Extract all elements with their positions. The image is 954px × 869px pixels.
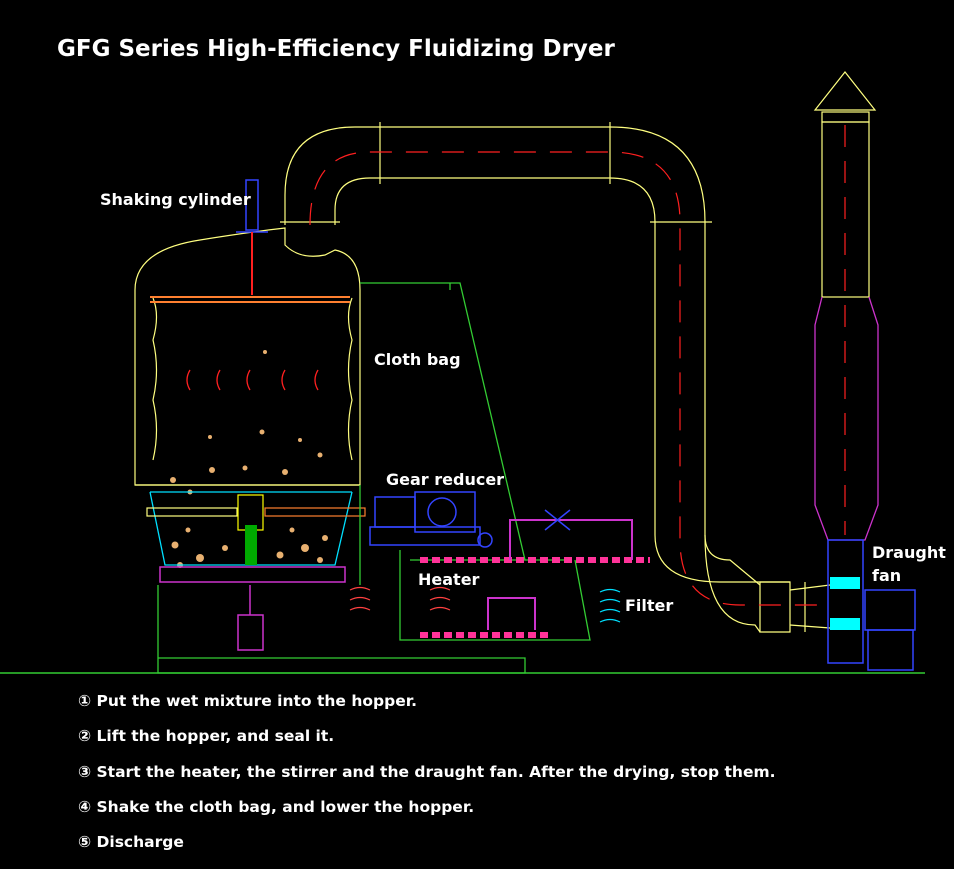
label-filter: Filter bbox=[625, 596, 674, 615]
gear-reducer bbox=[369, 491, 481, 546]
heater-waves bbox=[349, 586, 451, 611]
stirrer-motor bbox=[245, 525, 257, 565]
drying-vessel bbox=[134, 227, 361, 486]
valve bbox=[477, 509, 571, 548]
chimney bbox=[813, 71, 877, 298]
label-draught-fan-1: Draught bbox=[872, 543, 946, 562]
label-draught-fan-2: fan bbox=[872, 566, 902, 585]
exhaust-duct bbox=[280, 122, 831, 633]
duct-centerline bbox=[309, 151, 830, 606]
hopper-base bbox=[159, 566, 346, 583]
label-shaking-cylinder: Shaking cylinder bbox=[100, 190, 251, 209]
support-frame bbox=[157, 282, 591, 674]
step-4: ④ Shake the cloth bag, and lower the hop… bbox=[78, 798, 475, 816]
label-heater: Heater bbox=[418, 570, 480, 589]
lift-cylinder bbox=[237, 585, 264, 651]
heater-pipes bbox=[420, 557, 650, 638]
fan-blade-upper bbox=[830, 577, 860, 589]
label-cloth-bag: Cloth bag bbox=[374, 350, 461, 369]
chimney-body bbox=[814, 296, 879, 541]
bag-frame bbox=[150, 296, 350, 303]
particles bbox=[170, 350, 328, 568]
step-2: ② Lift the hopper, and seal it. bbox=[78, 727, 335, 745]
heater-piping bbox=[487, 519, 633, 630]
step-5: ⑤ Discharge bbox=[78, 833, 184, 851]
flow-arcs bbox=[186, 369, 319, 391]
label-gear-reducer: Gear reducer bbox=[386, 470, 505, 489]
draught-fan-housing bbox=[827, 539, 916, 671]
stirrer-shaft bbox=[146, 494, 366, 531]
filter-waves bbox=[599, 588, 621, 623]
fan-blade-lower bbox=[830, 618, 860, 630]
page-title: GFG Series High-Efficiency Fluidizing Dr… bbox=[57, 36, 615, 62]
step-1: ① Put the wet mixture into the hopper. bbox=[78, 692, 418, 710]
step-3: ③ Start the heater, the stirrer and the … bbox=[78, 763, 776, 781]
